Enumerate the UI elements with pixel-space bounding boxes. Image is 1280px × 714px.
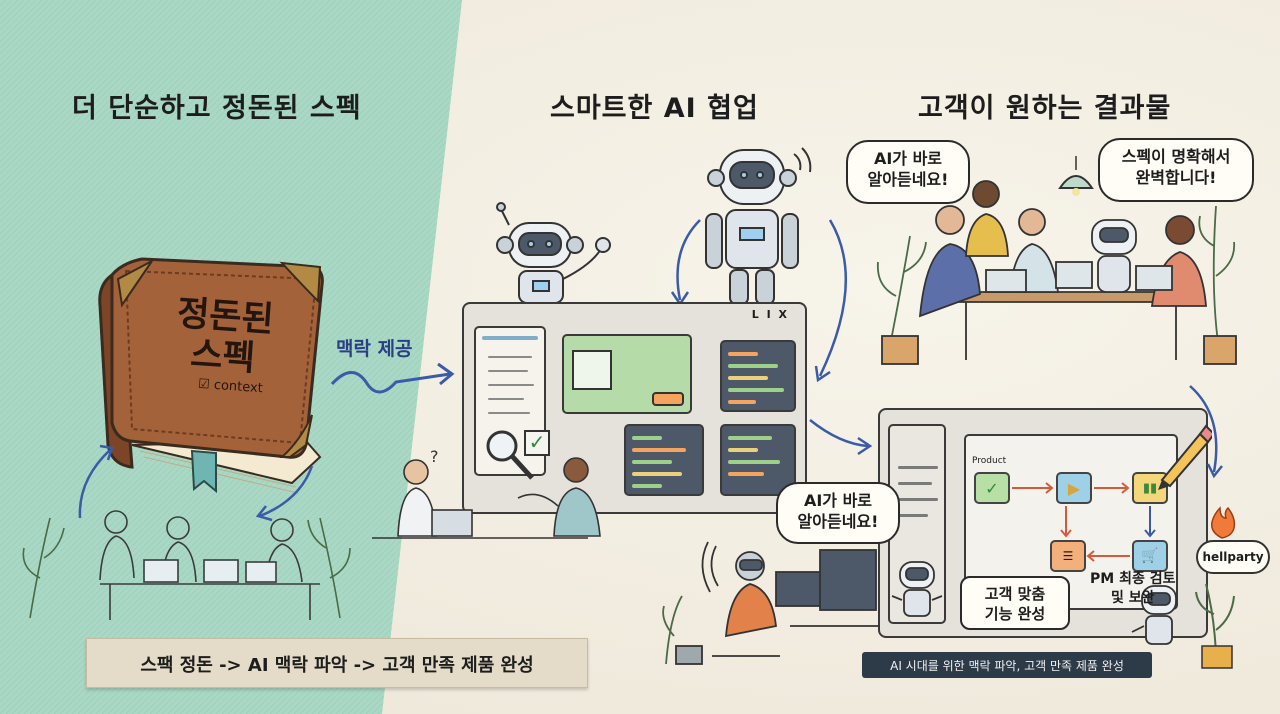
pm-review-note: PM 최종 검토 및 보완 [1090, 571, 1176, 606]
orange-button [652, 392, 684, 406]
middle-flow-arrows [670, 219, 873, 456]
code-panel-top [720, 340, 796, 412]
speech-bubble-team-right: 스펙이 명확해서 완벽합니다! [1098, 138, 1254, 202]
book-icon: 정돈된 스펙 ☑ context [92, 245, 332, 500]
custom-feature-note: 고객 맞춤 기능 완성 [960, 576, 1070, 630]
check-icon: ✓ [524, 430, 550, 456]
flow-connectors [1012, 482, 1156, 562]
flame-icon [1208, 504, 1236, 540]
helper-robot-icon [1131, 585, 1177, 645]
left-team-sketch [22, 510, 351, 620]
heading-left: 더 단순하고 정돈된 스펙 [72, 93, 362, 124]
svg-text:?: ? [430, 448, 439, 466]
speech-bubble-team-left: AI가 바로 알아듣네요! [846, 140, 970, 204]
left-banner: 스팩 정돈 -> AI 맥락 파악 -> 고객 만족 제품 완성 [86, 638, 588, 688]
context-arrow [330, 362, 455, 394]
book-title: 정돈된 스펙 [151, 292, 296, 382]
speech-bubble-developer: AI가 바로 알아듣네요! [776, 482, 900, 544]
developer-desk-sketch [662, 541, 880, 665]
list-icon: ☰ [1050, 540, 1086, 572]
play-icon: ▶ [1056, 472, 1092, 504]
plant-icon [1195, 583, 1235, 669]
tall-robot-icon [705, 147, 812, 305]
middle-people-sketch: ? [372, 448, 601, 539]
cart-icon: 🛒 [1132, 540, 1168, 572]
heading-middle: 스마트한 AI 협업 [550, 93, 759, 124]
cycle-arrows [78, 444, 314, 522]
left-banner-text: 스팩 정돈 -> AI 맥락 파악 -> 고객 만족 제품 완성 [140, 655, 534, 676]
lamp-icon [1056, 156, 1094, 196]
right-banner-text: AI 시대를 위한 맥락 파악, 고객 만족 제품 완성 [890, 659, 1124, 673]
heading-right: 고객이 원하는 결과물 [918, 93, 1172, 124]
magnifier-icon [486, 430, 534, 480]
code-panel-bottom-left [624, 424, 704, 496]
hellparty-badge: hellparty [1196, 540, 1270, 574]
check-icon: ✓ [974, 472, 1010, 504]
ide-green-panel [562, 334, 692, 414]
product-flow-title: Product [972, 456, 1007, 466]
right-team-sketch [876, 180, 1237, 365]
ide-window: L I X [462, 302, 807, 514]
small-robot-icon [496, 202, 611, 304]
pencil-icon [1158, 424, 1212, 490]
code-panel-bottom-right [720, 424, 796, 496]
right-blue-arrow [1189, 385, 1223, 479]
right-banner: AI 시대를 위한 맥락 파악, 고객 만족 제품 완성 [862, 652, 1152, 678]
diagram-thumbnail [572, 350, 612, 390]
ide-brand: L I X [751, 308, 789, 321]
mini-robot-icon [891, 561, 943, 617]
check-icon: ☑ [197, 376, 211, 393]
context-arrow-label: 맥락 제공 [336, 338, 413, 360]
